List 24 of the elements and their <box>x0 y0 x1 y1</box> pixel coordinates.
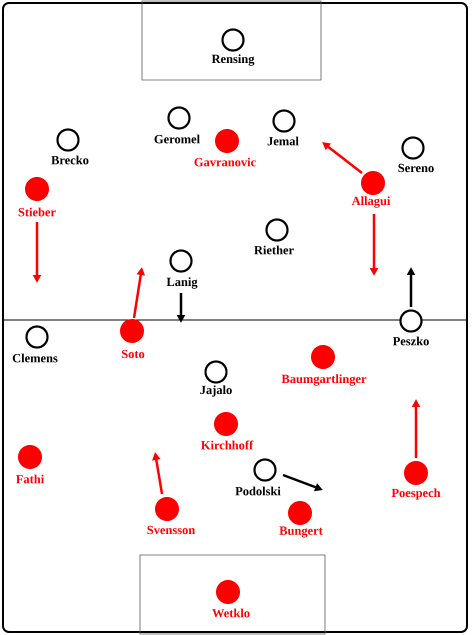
player-name: Fathi <box>16 474 44 484</box>
player-name: Clemens <box>12 354 58 362</box>
player-name: Podolski <box>235 486 281 496</box>
player-name: Jajalo <box>200 385 232 397</box>
player-name: Baumgartlinger <box>282 374 366 386</box>
player-name: Geromel <box>154 134 200 144</box>
player-name: Soto <box>122 350 144 358</box>
player-name: Riether <box>254 246 294 254</box>
player-name: Peszko <box>392 336 429 346</box>
player-name: Svensson <box>147 526 196 534</box>
player-name: Lanig <box>166 277 198 289</box>
player-name: Jemal <box>268 136 299 146</box>
player-name: Kirchhoff <box>201 440 254 450</box>
player-name: Bungert <box>279 526 323 538</box>
player-name: Brecko <box>51 156 88 164</box>
player-name: Stieber <box>18 208 56 216</box>
player-name: Rensing <box>212 54 254 66</box>
penalty-box <box>142 0 322 80</box>
player-name: Poespech <box>392 488 440 500</box>
player-name: Gavranovic <box>194 158 256 166</box>
player-name: Wetklo <box>212 608 250 618</box>
player-name: Allagui <box>352 196 390 208</box>
penalty-box <box>140 554 326 634</box>
player-name: Sereno <box>398 164 434 172</box>
